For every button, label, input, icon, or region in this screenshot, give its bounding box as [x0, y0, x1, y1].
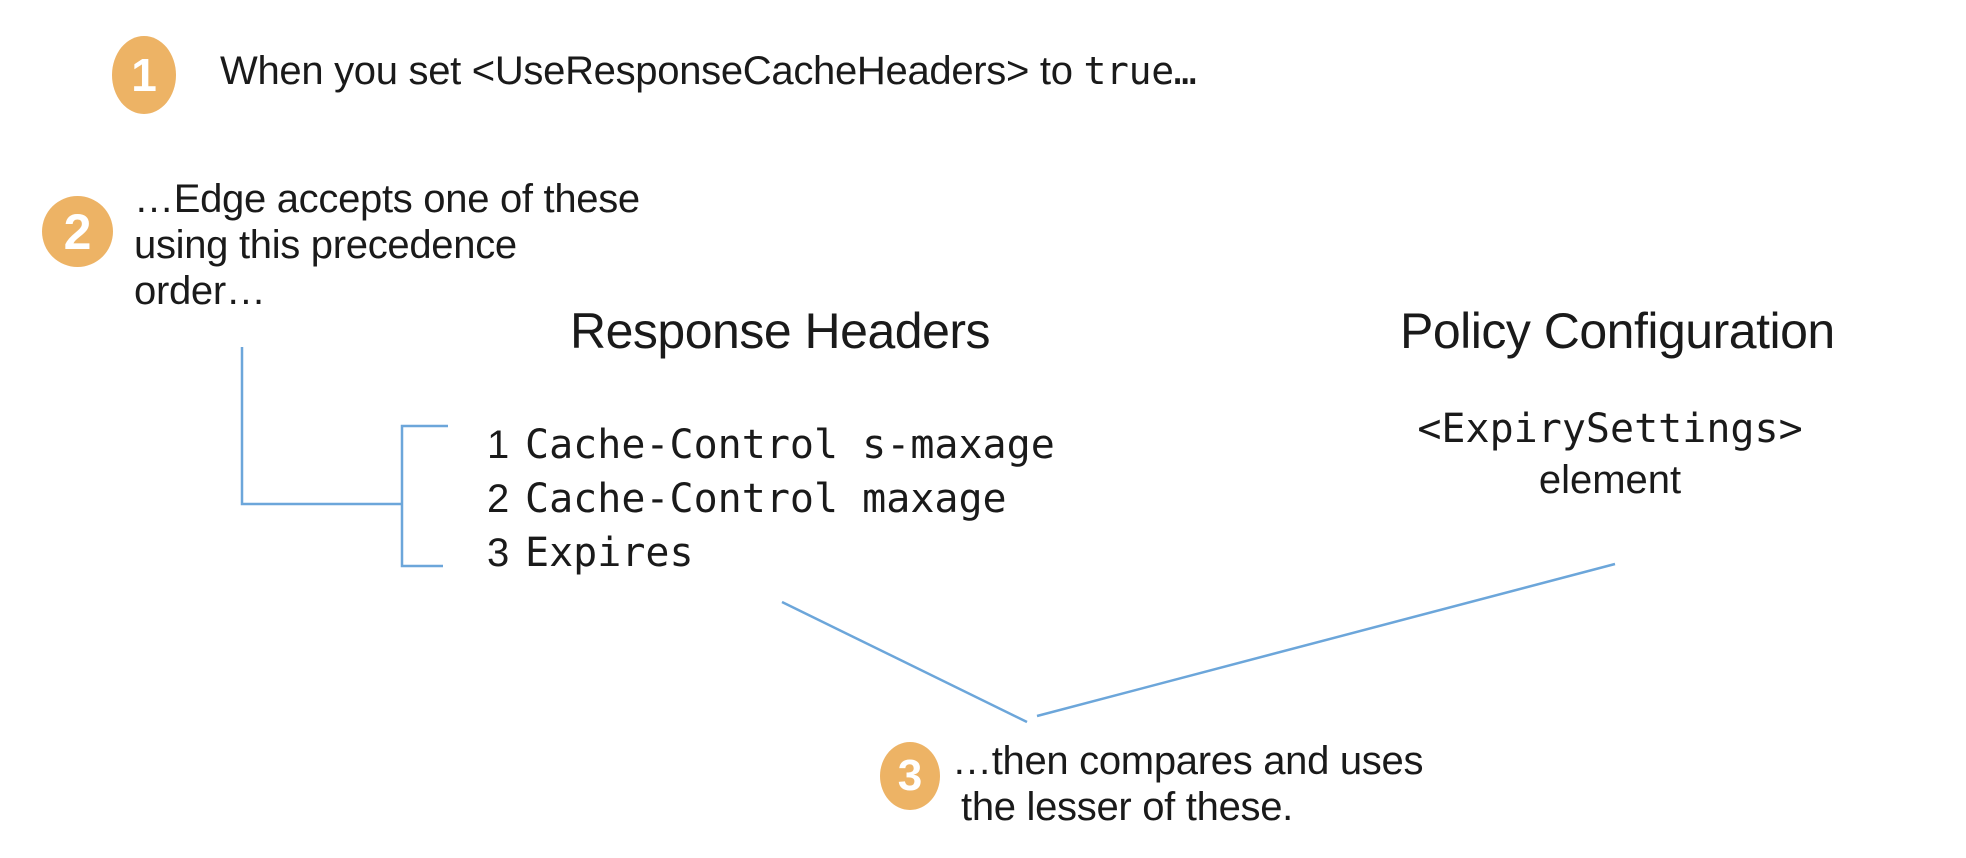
step-2-line-1: …Edge accepts one of these	[134, 177, 640, 221]
precedence-bracket	[400, 424, 448, 568]
header-item-3-name: Expires	[525, 530, 694, 576]
compare-right-line	[1036, 562, 1616, 718]
step-1-text-suffix: …	[1173, 49, 1197, 93]
step-2-number: 2	[63, 203, 92, 260]
step-2-line-3: order…	[134, 269, 266, 313]
compare-left-line	[781, 600, 1028, 724]
step-3-badge: 3	[880, 742, 940, 810]
step-1-code-true: true	[1083, 49, 1174, 93]
expiry-settings-caption: element	[1538, 458, 1682, 502]
step-3-line-2: the lesser of these.	[961, 785, 1293, 829]
header-item-1-rank: 1	[487, 423, 510, 467]
step-1-badge: 1	[112, 36, 176, 114]
step-1-text: When you set <UseResponseCacheHeaders> t…	[220, 48, 1197, 94]
header-item-3-rank: 3	[487, 531, 510, 575]
header-item-1-name: Cache-Control s-maxage	[525, 422, 1055, 468]
header-item-2-rank: 2	[487, 477, 510, 521]
response-headers-title: Response Headers	[570, 303, 991, 359]
step-1-number: 1	[131, 49, 157, 101]
header-item-1: 1 Cache-Control s-maxage	[487, 422, 1055, 468]
header-item-2: 2 Cache-Control maxage	[487, 476, 1007, 522]
header-item-2-name: Cache-Control maxage	[525, 476, 1007, 522]
policy-configuration-title: Policy Configuration	[1400, 303, 1835, 359]
step-1-text-prefix: When you set <UseResponseCacheHeaders> t…	[220, 49, 1084, 93]
step-2-line-2: using this precedence	[134, 223, 517, 267]
step-2-text: …Edge accepts one of these using this pr…	[134, 176, 640, 314]
step-3-text: …then compares and uses the lesser of th…	[952, 738, 1424, 830]
header-item-3: 3 Expires	[487, 530, 694, 576]
precedence-stem-line	[240, 347, 402, 506]
expiry-settings-code: <ExpirySettings>	[1417, 406, 1803, 452]
step-2-badge: 2	[42, 196, 113, 267]
step-3-number: 3	[897, 751, 923, 800]
step-3-line-1: …then compares and uses	[952, 739, 1424, 783]
